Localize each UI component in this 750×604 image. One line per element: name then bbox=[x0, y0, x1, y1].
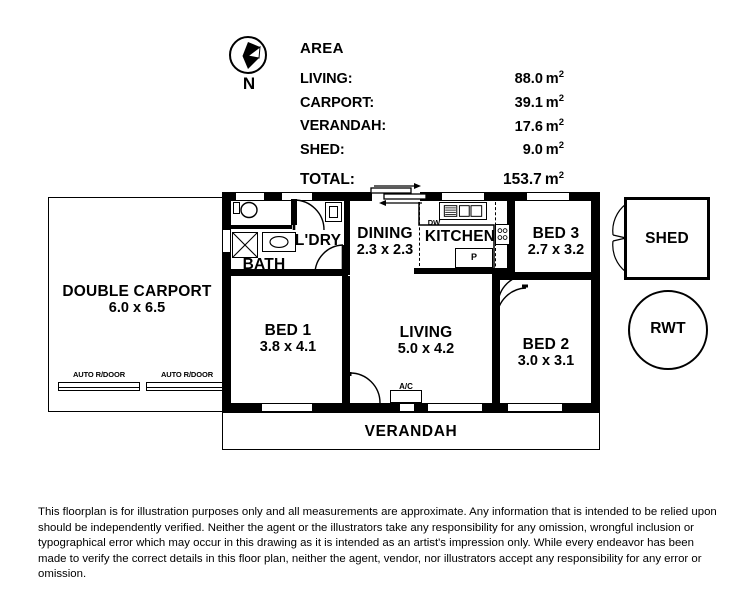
kitchen-bench-edge-right bbox=[495, 202, 496, 292]
area-value-carport: 39.1 m2 bbox=[514, 92, 564, 111]
area-value-living: 88.0 m2 bbox=[514, 69, 564, 87]
wall-bed3-bed2 bbox=[492, 272, 600, 280]
area-title: AREA bbox=[300, 40, 344, 57]
area-row-shed: SHED: 9.0 m2 bbox=[300, 136, 564, 160]
area-value-shed: 9.0 m2 bbox=[522, 140, 564, 159]
window-bed3 bbox=[527, 192, 569, 201]
shed-label: SHED bbox=[645, 230, 689, 247]
door-living-verandah bbox=[348, 372, 381, 404]
window-kitchen bbox=[442, 192, 484, 201]
window-bath bbox=[236, 192, 264, 201]
wall-exterior-left bbox=[222, 192, 231, 412]
area-row-carport: CARPORT: 39.1 m2 bbox=[300, 89, 564, 113]
verandah-outline bbox=[222, 412, 600, 450]
area-row-living: LIVING: 88.0 m2 bbox=[300, 65, 564, 89]
laundry-trough-icon bbox=[325, 202, 342, 222]
window-living-left bbox=[400, 403, 414, 412]
bath-label: BATH bbox=[242, 256, 286, 273]
wall-bath-divider bbox=[228, 225, 292, 229]
shed-outline bbox=[624, 197, 710, 280]
shed-doors-icon bbox=[612, 203, 627, 273]
rainwater-tank-outline bbox=[628, 290, 708, 370]
compass-ring bbox=[229, 36, 267, 74]
door-laundry bbox=[314, 244, 345, 275]
wall-laundry-dining bbox=[344, 199, 350, 275]
window-bath-side bbox=[222, 230, 231, 252]
wall-exterior-right bbox=[591, 192, 600, 412]
area-label-carport: CARPORT: bbox=[300, 94, 375, 111]
kitchen-sink-icon bbox=[439, 202, 487, 220]
toilet-cistern-icon bbox=[233, 202, 240, 214]
disclaimer-text: This floorplan is for illustration purpo… bbox=[38, 506, 717, 581]
air-conditioner-label: A/C bbox=[399, 382, 413, 391]
wall-kitchen-bed3 bbox=[507, 199, 515, 272]
area-label-living: LIVING: bbox=[300, 70, 353, 87]
bed1-label: BED 1 3.8 x 4.1 bbox=[259, 322, 317, 356]
compass-north-label: N bbox=[242, 74, 256, 93]
kitchen-bench-outline bbox=[418, 202, 495, 271]
vanity-basin-icon bbox=[262, 232, 296, 252]
window-living-right bbox=[428, 403, 482, 412]
wall-living-bedrooms bbox=[492, 272, 500, 404]
living-label: LIVING 5.0 x 4.2 bbox=[397, 324, 455, 358]
area-value-total: 153.7 m2 bbox=[503, 170, 564, 189]
shower-icon bbox=[232, 232, 258, 258]
area-label-verandah: VERANDAH: bbox=[300, 118, 387, 135]
sliding-door-arrows-icon bbox=[370, 183, 427, 206]
door-bath bbox=[292, 199, 325, 231]
compass-rose: N bbox=[222, 36, 276, 102]
pantry-label: P bbox=[470, 252, 477, 262]
dishwasher-label: DW bbox=[427, 218, 441, 227]
pantry-box bbox=[455, 248, 493, 268]
wall-living-kitchen bbox=[414, 268, 508, 274]
bed2-label: BED 2 3.0 x 3.1 bbox=[517, 336, 575, 370]
wall-bed1-top bbox=[231, 269, 343, 276]
area-label-shed: SHED: bbox=[300, 142, 345, 159]
dining-label: DINING 2.3 x 2.3 bbox=[356, 225, 414, 259]
door-bed3 bbox=[497, 274, 530, 306]
kitchen-label: KITCHEN bbox=[424, 228, 496, 245]
window-bed1 bbox=[262, 403, 312, 412]
window-bed2 bbox=[508, 403, 562, 412]
auto-roller-door-right-label: AUTO R/DOOR bbox=[160, 370, 214, 379]
verandah-label: VERANDAH bbox=[364, 423, 458, 440]
bed3-label: BED 3 2.7 x 3.2 bbox=[527, 225, 585, 259]
cooktop-icon bbox=[495, 224, 510, 245]
kitchen-bench-edge-left bbox=[419, 202, 420, 266]
carport-label: DOUBLE CARPORT 6.0 x 6.5 bbox=[62, 283, 212, 317]
area-row-verandah: VERANDAH: 17.6 m2 bbox=[300, 113, 564, 137]
toilet-icon bbox=[240, 201, 258, 219]
area-label-total: TOTAL: bbox=[300, 171, 355, 189]
floorplan-drawing: DOUBLE CARPORT 6.0 x 6.5 AUTO R/DOOR AUT… bbox=[0, 180, 750, 470]
rwt-label: RWT bbox=[650, 320, 686, 337]
door-bed2 bbox=[496, 284, 528, 318]
wall-bed1-living bbox=[342, 276, 350, 404]
auto-roller-door-right bbox=[146, 382, 228, 391]
auto-roller-door-left bbox=[58, 382, 140, 391]
legend-header: N AREA LIVING: 88.0 m2 CARPORT: 39.1 m2 … bbox=[0, 0, 750, 188]
compass-needle-icon bbox=[242, 42, 261, 69]
auto-roller-door-left-label: AUTO R/DOOR bbox=[72, 370, 126, 379]
door-bed1 bbox=[340, 269, 348, 300]
area-row-total: TOTAL: 153.7 m2 bbox=[300, 166, 564, 190]
air-conditioner-unit bbox=[390, 390, 422, 403]
area-value-verandah: 17.6 m2 bbox=[514, 116, 564, 135]
area-summary: AREA LIVING: 88.0 m2 CARPORT: 39.1 m2 VE… bbox=[300, 40, 564, 190]
laundry-label: L'DRY bbox=[294, 232, 342, 249]
